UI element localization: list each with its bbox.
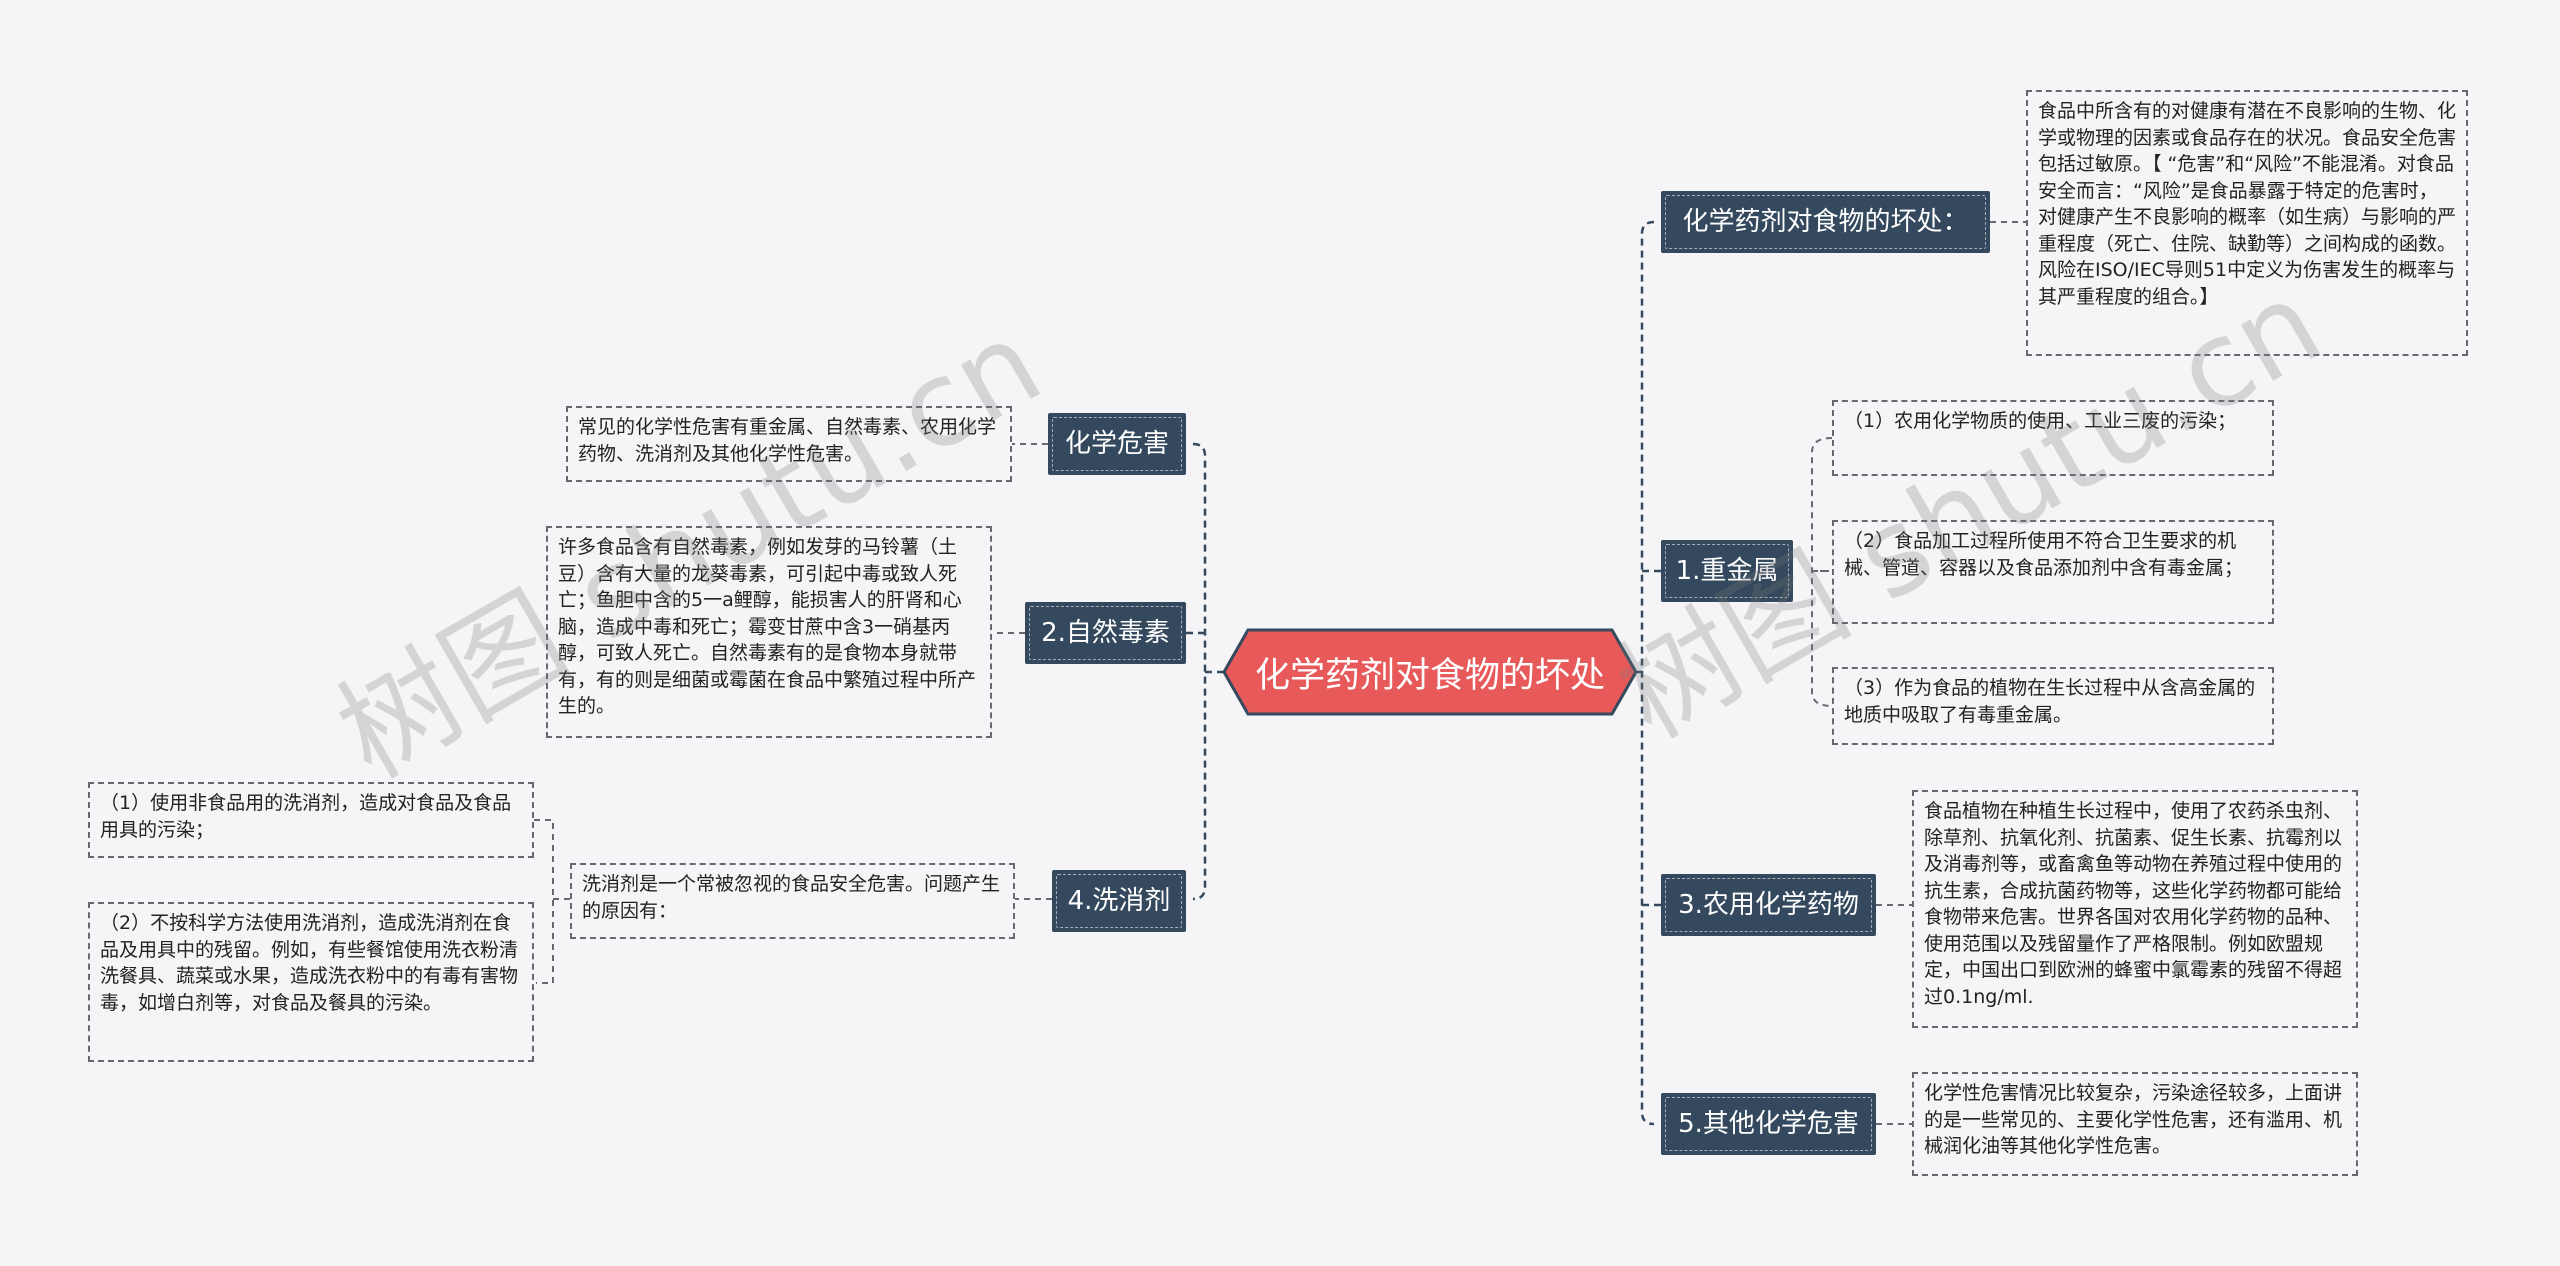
- note-harm-definition: 食品中所含有的对健康有潜在不良影响的生物、化学或物理的因素或食品存在的状况。食品…: [2026, 90, 2468, 356]
- node-other-chemical-hazard[interactable]: 5.其他化学危害: [1661, 1093, 1876, 1155]
- node-natural-toxin[interactable]: 2.自然毒素: [1025, 602, 1186, 664]
- note-other-chemical-hazard: 化学性危害情况比较复杂，污染途径较多，上面讲的是一些常见的、主要化学性危害，还有…: [1912, 1072, 2358, 1176]
- node-agri-chemicals[interactable]: 3.农用化学药物: [1661, 874, 1876, 936]
- node-detergent-label: 4.洗消剂: [1067, 886, 1171, 916]
- node-detergent[interactable]: 4.洗消剂: [1052, 870, 1186, 932]
- node-chemical-hazard[interactable]: 化学危害: [1048, 413, 1186, 475]
- note-heavy-metal-2: （2）食品加工过程所使用不符合卫生要求的机械、管道、容器以及食品添加剂中含有毒金…: [1832, 520, 2274, 624]
- note-agri-chemicals: 食品植物在种植生长过程中，使用了农药杀虫剂、除草剂、抗氧化剂、抗菌素、促生长素、…: [1912, 790, 2358, 1028]
- node-natural-toxin-label: 2.自然毒素: [1041, 618, 1170, 648]
- note-heavy-metal-1: （1）农用化学物质的使用、工业三废的污染；: [1832, 400, 2274, 476]
- node-harm-to-food[interactable]: 化学药剂对食物的坏处：: [1661, 191, 1990, 253]
- note-chemical-hazard: 常见的化学性危害有重金属、自然毒素、农用化学药物、洗消剂及其他化学性危害。: [566, 406, 1012, 482]
- node-other-chemical-hazard-label: 5.其他化学危害: [1678, 1109, 1859, 1139]
- root-node-title[interactable]: 化学药剂对食物的坏处: [1254, 655, 1605, 696]
- note-detergent-cause-2: （2）不按科学方法使用洗消剂，造成洗消剂在食品及用具中的残留。例如，有些餐馆使用…: [88, 902, 534, 1062]
- note-natural-toxin: 许多食品含有自然毒素，例如发芽的马铃薯（土豆）含有大量的龙葵毒素，可引起中毒或致…: [546, 526, 992, 738]
- note-detergent-cause-1: （1）使用非食品用的洗消剂，造成对食品及食品用具的污染；: [88, 782, 534, 858]
- note-heavy-metal-3: （3）作为食品的植物在生长过程中从含高金属的地质中吸取了有毒重金属。: [1832, 667, 2274, 745]
- node-agri-chemicals-label: 3.农用化学药物: [1678, 890, 1859, 920]
- note-detergent: 洗消剂是一个常被忽视的食品安全危害。问题产生的原因有：: [570, 863, 1015, 939]
- root-node-shape: [1222, 628, 1638, 716]
- node-harm-to-food-label: 化学药剂对食物的坏处：: [1682, 207, 1969, 237]
- node-heavy-metal[interactable]: 1.重金属: [1661, 540, 1793, 602]
- node-chemical-hazard-label: 化学危害: [1064, 429, 1169, 459]
